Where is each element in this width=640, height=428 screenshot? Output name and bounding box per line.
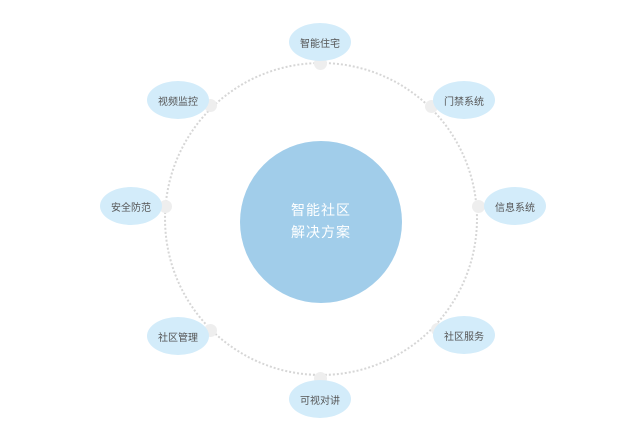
center-circle: 智能社区 解决方案 <box>240 141 402 303</box>
node-community-service: 社区服务 <box>433 316 495 354</box>
center-title-line-1: 智能社区 <box>291 203 351 219</box>
node-video-intercom: 可视对讲 <box>289 380 351 418</box>
node-info-system: 信息系统 <box>484 187 546 225</box>
node-smart-home: 智能住宅 <box>289 23 351 61</box>
node-label: 信息系统 <box>495 202 535 214</box>
center-title-line-2: 解决方案 <box>291 225 351 241</box>
node-label: 可视对讲 <box>300 395 340 407</box>
node-label: 社区管理 <box>158 332 198 344</box>
node-label: 社区服务 <box>444 331 484 343</box>
node-community-management: 社区管理 <box>147 317 209 355</box>
node-label: 智能住宅 <box>300 38 340 50</box>
connector-dot-info-system <box>471 199 485 213</box>
node-label: 安全防范 <box>111 202 151 214</box>
node-label: 视频监控 <box>158 96 198 108</box>
node-security: 安全防范 <box>100 187 162 225</box>
node-access-control: 门禁系统 <box>433 81 495 119</box>
node-video-surveillance: 视频监控 <box>147 81 209 119</box>
node-label: 门禁系统 <box>444 96 484 108</box>
